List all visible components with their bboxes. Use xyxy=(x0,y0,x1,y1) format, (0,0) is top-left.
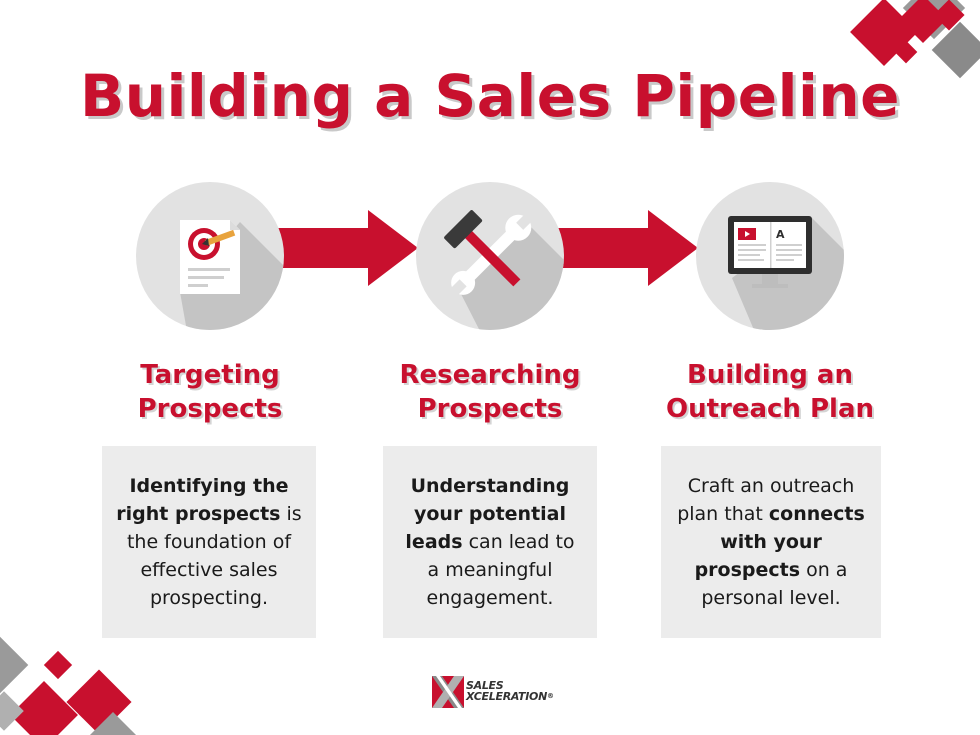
brand-logo: SALES XCELERATION® xyxy=(432,676,554,710)
logo-wordmark: SALES XCELERATION® xyxy=(466,680,554,702)
corner-decoration-top-right xyxy=(850,0,980,79)
hammer-wrench-icon xyxy=(444,210,564,330)
target-document-icon xyxy=(180,220,284,330)
step-heading-researching: Researching Prospects xyxy=(360,358,620,426)
sales-xceleration-logo-icon xyxy=(432,676,464,708)
heading-line: Researching xyxy=(399,360,581,390)
corner-decoration-bottom-left xyxy=(0,636,138,735)
description-text: can lead to a meaningful engagement. xyxy=(426,531,575,609)
registered-mark: ® xyxy=(546,692,554,700)
step-heading-targeting: Targeting Prospects xyxy=(80,358,340,426)
description-emphasis: Understanding your potential leads xyxy=(405,475,570,553)
arrow-right-icon xyxy=(548,210,698,286)
step-icon-circle-outreach: A xyxy=(696,182,844,330)
description-emphasis: connects with your prospects xyxy=(694,503,865,581)
step-icon-circle-targeting xyxy=(136,182,284,330)
page-title: Building a Sales Pipeline xyxy=(80,62,900,130)
step-heading-outreach: Building an Outreach Plan xyxy=(640,358,900,426)
description-text: Craft an outreach plan that xyxy=(677,475,855,525)
heading-line: Building an xyxy=(687,360,853,390)
description-emphasis: Identifying the right prospects xyxy=(116,475,289,525)
description-text: on a personal level. xyxy=(701,559,848,609)
step-description-researching: Understanding your potential leads can l… xyxy=(383,446,597,638)
arrow-right-icon xyxy=(268,210,418,286)
heading-line: Targeting xyxy=(140,360,280,390)
step-icon-circle-researching xyxy=(416,182,564,330)
heading-line: Outreach Plan xyxy=(665,394,875,424)
heading-line: Prospects xyxy=(137,394,283,424)
step-description-targeting: Identifying the right prospects is the f… xyxy=(102,446,316,638)
monitor-content-icon: A xyxy=(728,216,844,330)
logo-line-2: XCELERATION® xyxy=(466,691,554,702)
description-text: is the foundation of effective sales pro… xyxy=(126,503,302,609)
heading-line: Prospects xyxy=(417,394,563,424)
svg-text:A: A xyxy=(776,228,785,241)
logo-line-2-text: XCELERATION xyxy=(466,690,547,703)
logo-line-1: SALES xyxy=(466,679,504,692)
step-description-outreach: Craft an outreach plan that connects wit… xyxy=(661,446,881,638)
